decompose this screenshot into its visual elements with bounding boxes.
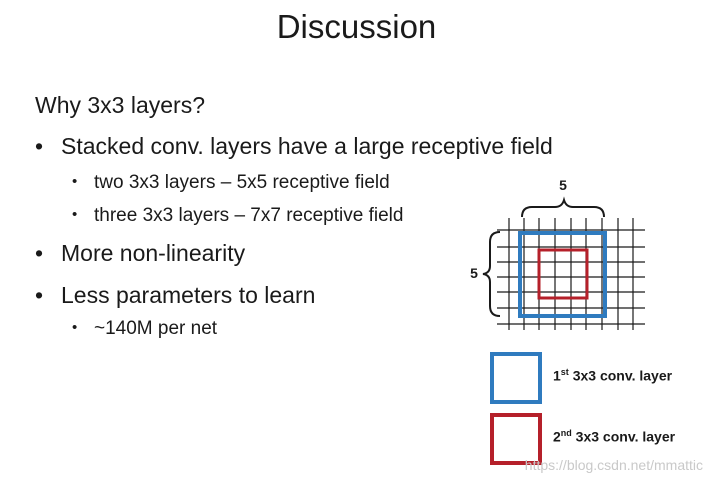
second-layer-region — [537, 248, 589, 300]
watermark-text: https://blog.csdn.net/mmattic — [524, 457, 703, 473]
top-brace-icon — [521, 196, 605, 218]
side-brace-icon — [482, 231, 501, 317]
bullet-dot-icon: • — [72, 206, 78, 223]
bullet-dot-icon: • — [72, 173, 78, 190]
sub-bullet-text: ~140M per net — [94, 318, 218, 339]
bullet-dot-icon: • — [72, 319, 78, 336]
sub-bullet-two-layers: • two 3x3 layers – 5x5 receptive field — [72, 172, 390, 194]
receptive-field-figure: 5 5 1st 3x3 conv. layer 2nd 3x3 conv. la… — [455, 170, 713, 487]
receptive-field-diagram: 5 5 — [470, 177, 645, 330]
side-dimension-label: 5 — [470, 265, 478, 281]
legend-second-layer-swatch — [490, 413, 542, 465]
legend-second-layer-label: 2nd 3x3 conv. layer — [553, 428, 676, 445]
bullet-dot-icon: • — [35, 282, 44, 308]
bullet-dot-icon: • — [35, 133, 44, 159]
sub-bullet-text: two 3x3 layers – 5x5 receptive field — [94, 172, 390, 193]
page-title: Discussion — [276, 8, 437, 45]
sub-bullet-text: three 3x3 layers – 7x7 receptive field — [94, 205, 404, 226]
sub-bullet-param-count: • ~140M per net — [72, 318, 217, 340]
section-heading: Why 3x3 layers? — [35, 92, 206, 118]
legend-first-layer-swatch — [490, 352, 542, 404]
bullet-text: Less parameters to learn — [61, 282, 316, 308]
bullet-dot-icon: • — [35, 240, 44, 266]
bullet-text: Stacked conv. layers have a large recept… — [61, 133, 553, 159]
legend-first-layer-label: 1st 3x3 conv. layer — [553, 367, 673, 384]
bullet-text: More non-linearity — [61, 240, 246, 266]
first-layer-region — [518, 231, 607, 318]
bullet-less-parameters: • Less parameters to learn — [35, 282, 315, 309]
top-dimension-label: 5 — [559, 177, 567, 193]
bullet-receptive-field: • Stacked conv. layers have a large recep… — [35, 133, 553, 160]
bullet-non-linearity: • More non-linearity — [35, 240, 245, 267]
sub-bullet-three-layers: • three 3x3 layers – 7x7 receptive field — [72, 205, 403, 227]
